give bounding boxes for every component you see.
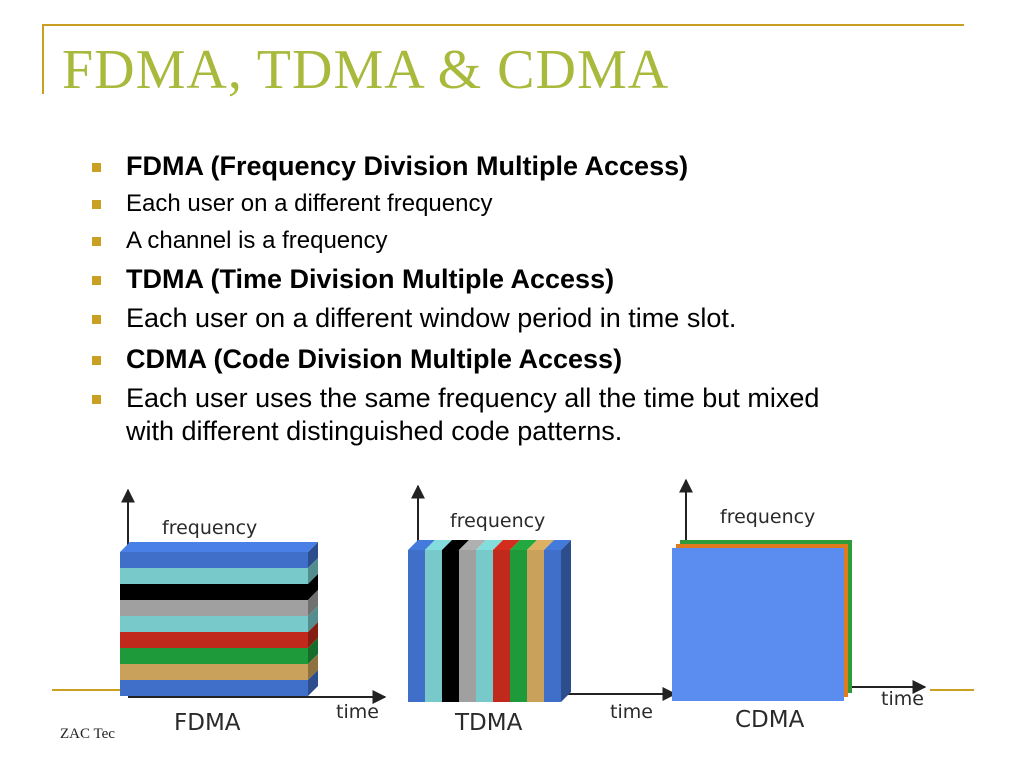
- fdma-caption: FDMA: [174, 710, 241, 736]
- bullet-square-icon: [92, 395, 101, 404]
- tdma-slot-top: [544, 540, 571, 550]
- cdma-front-face: [672, 548, 844, 701]
- fdma-y-axis-label: frequency: [162, 517, 257, 539]
- fdma-band-side: [308, 590, 318, 616]
- bullet-text: A channel is a frequency: [126, 227, 388, 254]
- cdma-x-axis-label: time: [881, 688, 924, 710]
- fdma-x-axis-label: time: [336, 701, 379, 723]
- tdma-slot-top: [476, 540, 503, 550]
- bullet-text: Each user uses the same frequency all th…: [126, 383, 820, 446]
- tdma-slot-stack: [408, 540, 571, 702]
- fdma-top-face: [120, 542, 318, 552]
- bullet-text: FDMA (Frequency Division Multiple Access…: [126, 151, 689, 181]
- tdma-slot: [493, 550, 510, 702]
- tdma-slot-top: [527, 540, 554, 550]
- cdma-caption: CDMA: [735, 707, 805, 733]
- fdma-band-side: [308, 606, 318, 632]
- cdma-panel: frequency time CDMA: [672, 478, 927, 733]
- bullet-item: Each user on a different frequency: [92, 189, 872, 219]
- tdma-slot: [425, 550, 442, 702]
- fdma-band: [120, 632, 308, 648]
- tdma-y-axis-label: frequency: [450, 510, 545, 532]
- bullet-text: TDMA (Time Division Multiple Access): [126, 264, 615, 294]
- footer-rule-left: [52, 689, 122, 691]
- tdma-slot-top: [493, 540, 520, 550]
- bullet-text: Each user on a different window period i…: [126, 303, 737, 333]
- bullet-square-icon: [92, 200, 101, 209]
- fdma-band: [120, 616, 308, 632]
- cdma-code-stack: [672, 540, 852, 701]
- tdma-slot: [527, 550, 544, 702]
- tdma-slot: [476, 550, 493, 702]
- slide-title: FDMA, TDMA & CDMA: [62, 39, 670, 101]
- footer-rule-right: [930, 689, 974, 691]
- fdma-band: [120, 568, 308, 584]
- tdma-slot: [459, 550, 476, 702]
- bullet-item: Each user on a different window period i…: [92, 302, 872, 335]
- bullet-item: A channel is a frequency: [92, 226, 872, 256]
- fdma-band: [120, 584, 308, 600]
- bullet-square-icon: [92, 356, 101, 365]
- cdma-y-axis-label: frequency: [720, 506, 815, 528]
- fdma-band-side: [308, 654, 318, 680]
- bullet-item: CDMA (Code Division Multiple Access): [92, 343, 872, 376]
- bullet-text: Each user on a different frequency: [126, 190, 493, 217]
- fdma-band: [120, 552, 308, 568]
- tdma-x-axis-label: time: [610, 701, 653, 723]
- bullet-square-icon: [92, 276, 101, 285]
- tdma-side-face: [561, 540, 571, 702]
- fdma-band-side: [308, 574, 318, 600]
- bullet-square-icon: [92, 163, 101, 172]
- access-methods-diagram: frequency time FDMA frequency time TDMA …: [120, 478, 927, 736]
- fdma-panel: frequency time FDMA: [120, 488, 387, 736]
- fdma-band: [120, 600, 308, 616]
- bullet-square-icon: [92, 315, 101, 324]
- bullet-square-icon: [92, 237, 101, 246]
- fdma-band-side: [308, 542, 318, 568]
- bullet-text: CDMA (Code Division Multiple Access): [126, 344, 623, 374]
- fdma-band-side: [308, 622, 318, 648]
- tdma-panel: frequency time TDMA: [408, 484, 677, 736]
- bullet-list: FDMA (Frequency Division Multiple Access…: [92, 150, 872, 456]
- bullet-item: TDMA (Time Division Multiple Access): [92, 263, 872, 296]
- tdma-slot: [510, 550, 527, 702]
- top-rule: [42, 24, 964, 26]
- tdma-slot: [442, 550, 459, 702]
- bullet-item: FDMA (Frequency Division Multiple Access…: [92, 150, 872, 183]
- bullet-item: Each user uses the same frequency all th…: [92, 382, 872, 448]
- tdma-slot: [408, 550, 425, 702]
- tdma-slot-top: [459, 540, 486, 550]
- tdma-slot-top: [408, 540, 435, 550]
- fdma-band-side: [308, 670, 318, 696]
- fdma-band: [120, 648, 308, 664]
- fdma-band: [120, 664, 308, 680]
- footer-text: ZAC Tec: [60, 726, 115, 742]
- tdma-slot: [544, 550, 561, 702]
- fdma-band-side: [308, 638, 318, 664]
- fdma-band-stack: [120, 542, 318, 696]
- fdma-band-side: [308, 558, 318, 584]
- tdma-caption: TDMA: [454, 710, 523, 736]
- left-rule: [42, 24, 44, 94]
- fdma-band: [120, 680, 308, 696]
- tdma-slot-top: [510, 540, 537, 550]
- tdma-slot-top: [442, 540, 469, 550]
- tdma-slot-top: [425, 540, 452, 550]
